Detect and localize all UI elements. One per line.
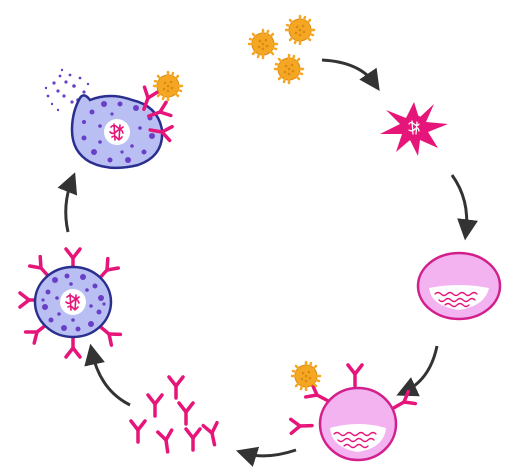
b-cell-icon: [416, 251, 502, 321]
cycle-arrow: [84, 343, 131, 407]
antibody-icon: [129, 419, 147, 444]
pollen-grain-icon: [247, 28, 279, 60]
antibody-icon: [146, 393, 164, 418]
pollen-grain-icon: [152, 70, 184, 102]
antibody-icon: [184, 427, 202, 452]
cycle-arrow: [321, 58, 380, 91]
antibody-icon: [167, 375, 185, 400]
free-antibodies-group: [129, 375, 224, 455]
cycle-arrow: [450, 174, 478, 241]
pollen-grain-icon: [273, 53, 305, 85]
cycle-arrow: [57, 172, 78, 233]
pollen-grain-icon: [290, 360, 322, 392]
antibody-icon: [156, 428, 177, 455]
cycle-arrow: [235, 446, 297, 467]
dendritic-cell-icon: [380, 102, 448, 156]
cycle-arrow: [396, 345, 439, 397]
mast-cell-icon: [18, 247, 123, 359]
b-cell-with-receptors-icon: [289, 360, 418, 462]
pollen-grain-icon: [284, 14, 316, 46]
allergen-pollen-group: [247, 14, 316, 85]
antibody-icon: [201, 420, 224, 448]
degranulating-mast-cell-icon: [44, 68, 184, 170]
antibody-icon: [177, 401, 195, 426]
